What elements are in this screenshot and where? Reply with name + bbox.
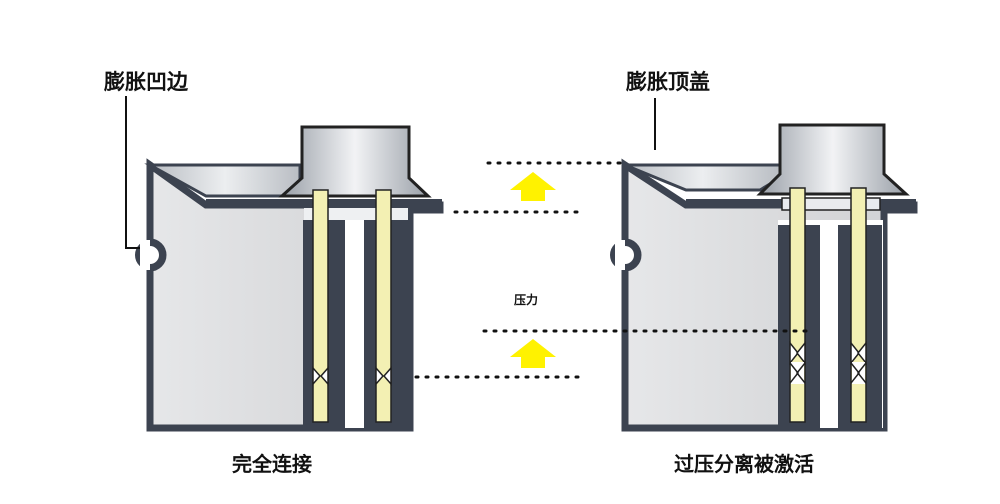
label-expansion-groove: 膨胀凹边 (104, 70, 188, 94)
right-lead-2 (850, 187, 867, 423)
right-separation-2 (850, 340, 867, 384)
right-separation-1 (789, 340, 806, 384)
pressure-arrow-lower (510, 339, 556, 368)
left-lead-2 (375, 189, 392, 423)
guide-lines (414, 161, 808, 379)
label-expansion-cap: 膨胀顶盖 (626, 70, 710, 94)
label-pressure: 压力 (514, 293, 539, 307)
left-capacitor (135, 125, 444, 432)
left-connection-2 (375, 366, 392, 386)
left-connection-1 (312, 366, 329, 386)
left-cap (278, 125, 432, 198)
right-cap (756, 123, 910, 196)
label-fully-connected: 完全连接 (232, 452, 312, 476)
pressure-arrow-upper (510, 172, 556, 201)
left-leader-line (125, 96, 140, 249)
right-lead-1 (789, 187, 806, 423)
right-capacitor (610, 123, 918, 432)
label-overpressure-activated: 过压分离被激活 (674, 452, 814, 476)
left-lead-1 (312, 189, 329, 423)
